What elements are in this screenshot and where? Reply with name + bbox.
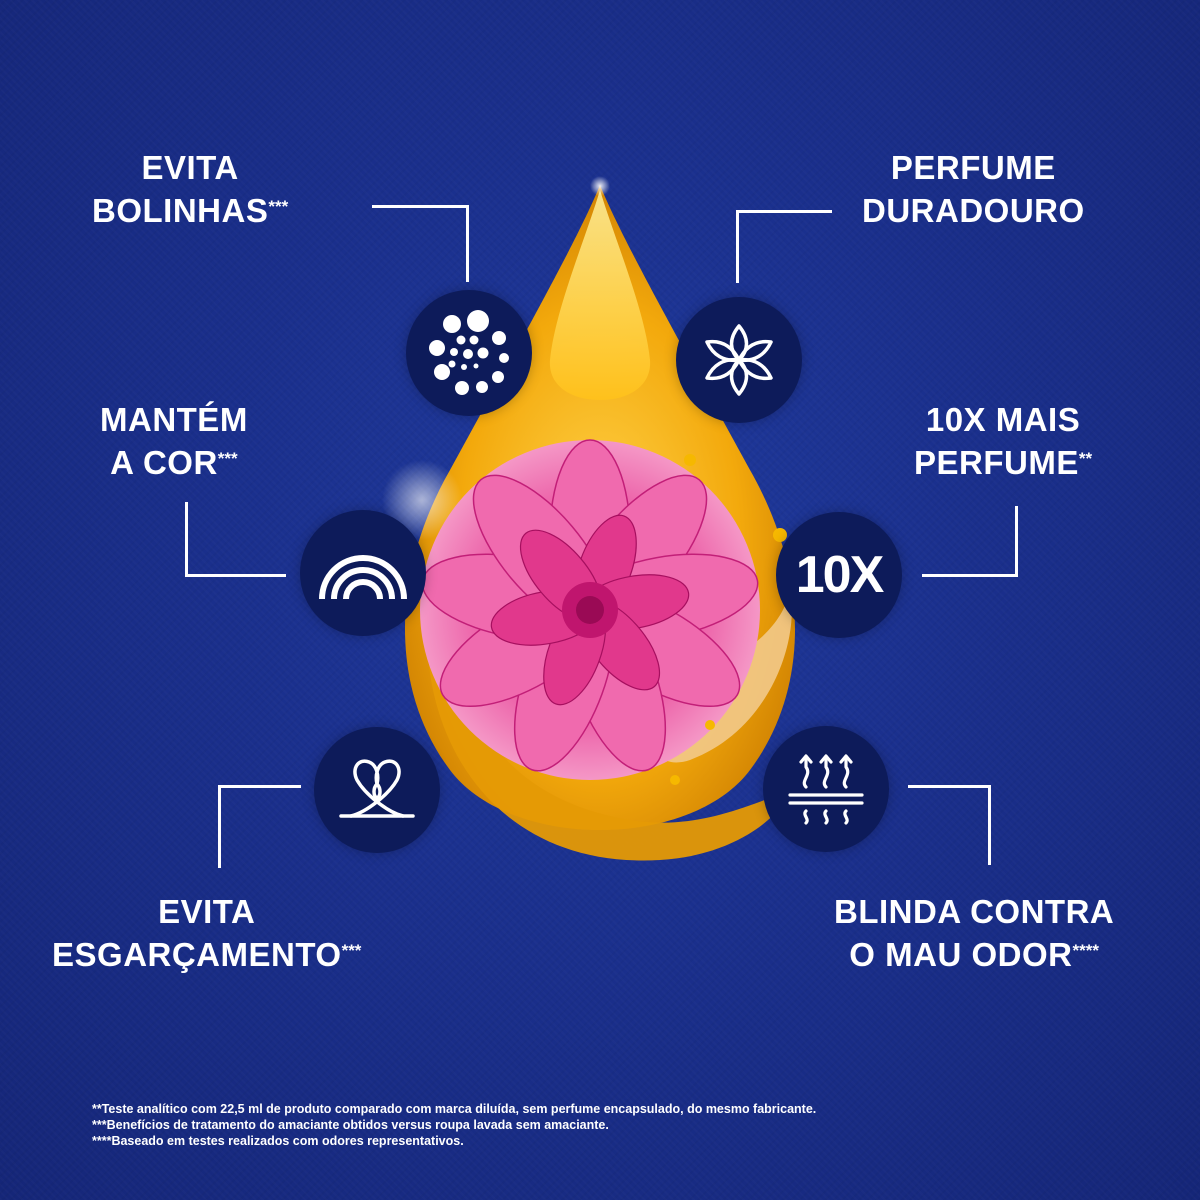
odor-shield-icon	[788, 754, 864, 825]
benefit-label-evita-esgarcamento: EVITA ESGARÇAMENTO***	[52, 893, 362, 973]
footnote: ***Benefícios de tratamento do amaciante…	[92, 1118, 609, 1132]
benefit-label-evita-bolinhas: EVITA BOLINHAS***	[92, 149, 289, 229]
pilling-dots-icon	[429, 310, 509, 395]
footnote: ****Baseado em testes realizados com odo…	[92, 1134, 464, 1148]
golden-drop-with-flower-image	[382, 176, 795, 861]
icon-badge-perfume-duradouro	[676, 297, 802, 423]
benefit-label-10x-mais-perfume: 10X MAIS PERFUME**	[914, 401, 1093, 481]
flower-outline-icon	[705, 324, 773, 396]
rainbow-arcs-icon	[319, 555, 407, 600]
footnotes: **Teste analítico com 22,5 ml de produto…	[92, 1101, 816, 1149]
connector-line	[218, 785, 301, 868]
icon-badge-blinda-contra-mau-odor	[763, 726, 889, 852]
connector-line	[372, 205, 469, 282]
icon-badge-mantem-a-cor	[300, 510, 426, 636]
connector-line	[736, 210, 832, 283]
benefit-label-blinda-contra-mau-odor: BLINDA CONTRA O MAU ODOR****	[834, 893, 1115, 973]
connector-line	[908, 785, 991, 865]
icon-badge-10x-mais-perfume: 10X	[776, 512, 902, 638]
icon-badge-evita-esgarcamento	[314, 727, 440, 853]
benefit-label-perfume-duradouro: PERFUME DURADOURO	[862, 149, 1085, 229]
benefit-label-mantem-a-cor: MANTÉM A COR***	[100, 401, 248, 481]
icon-badge-evita-bolinhas	[406, 290, 532, 416]
connector-line	[185, 502, 286, 577]
10x-badge-icon: 10X	[795, 546, 885, 604]
connector-line	[922, 506, 1018, 577]
footnote: **Teste analítico com 22,5 ml de produto…	[92, 1102, 817, 1116]
thread-heart-icon	[339, 759, 415, 818]
